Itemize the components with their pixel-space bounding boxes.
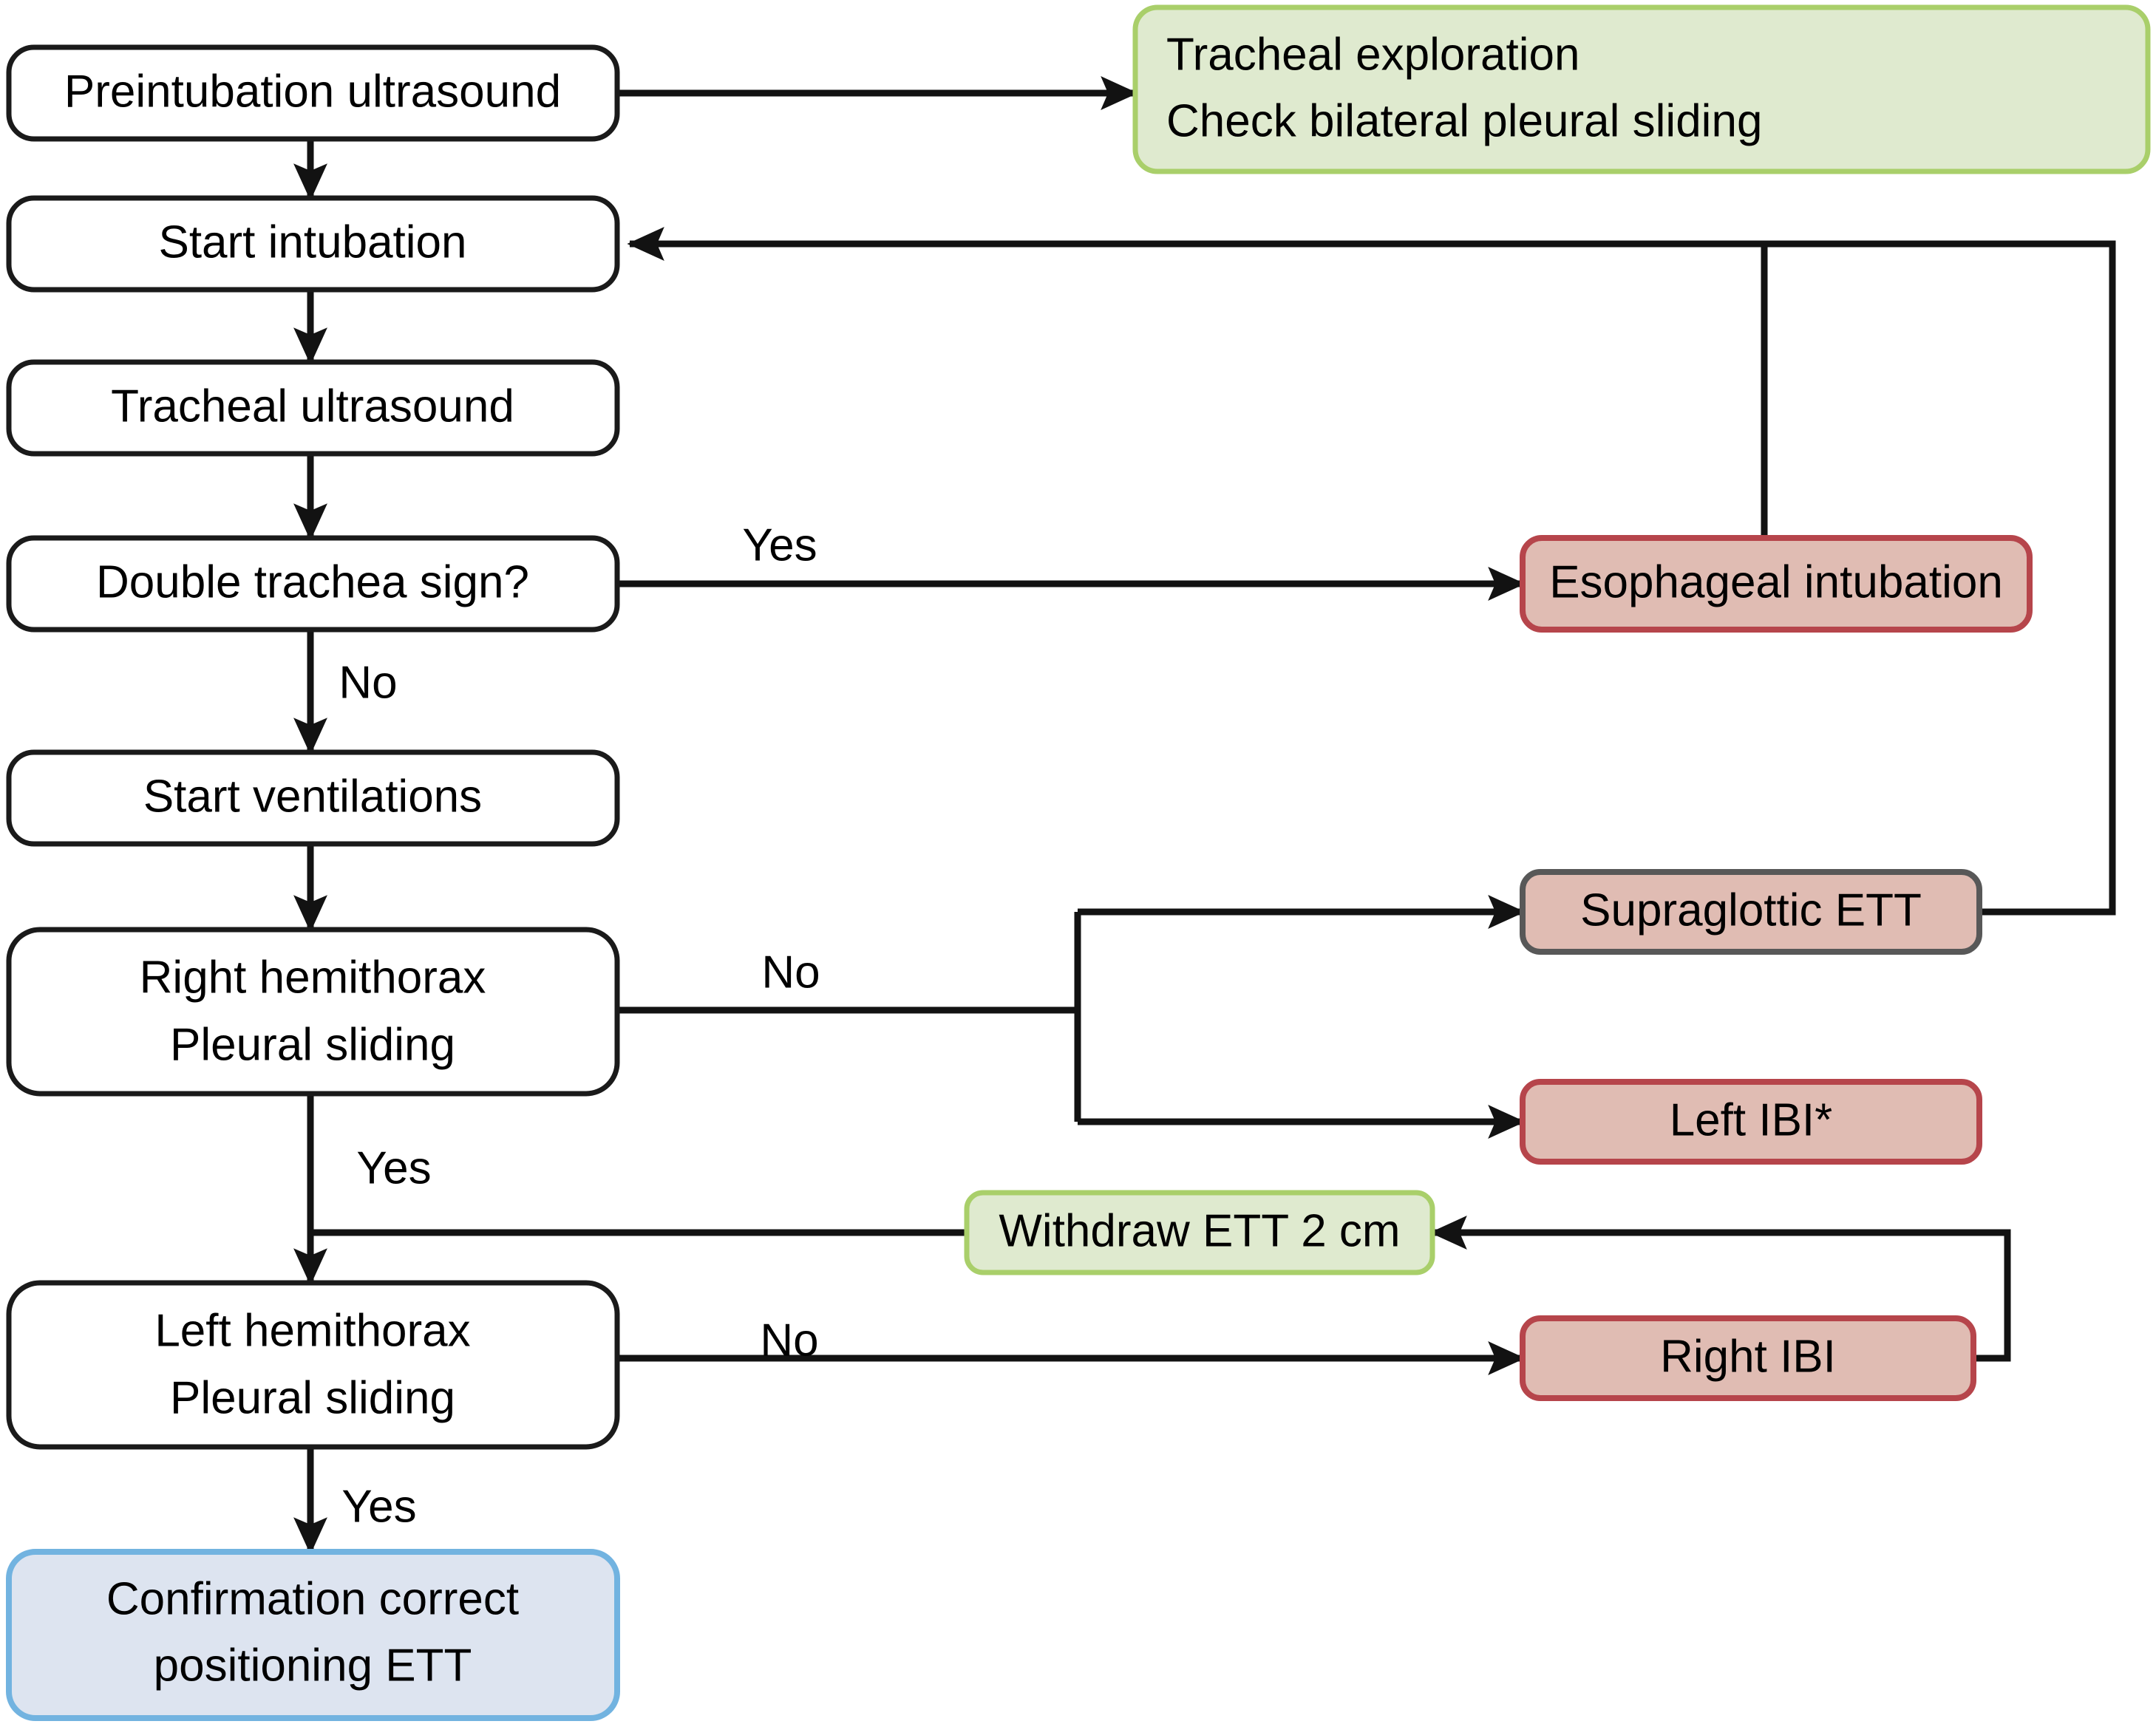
node-tracheal-ultrasound-label: Tracheal ultrasound: [111, 381, 514, 432]
node-tracheal-ultrasound[interactable]: Tracheal ultrasound: [6, 359, 620, 457]
node-start-intubation-label: Start intubation: [158, 217, 466, 268]
edge-label-left-hemithorax-yes: Yes: [341, 1481, 416, 1532]
node-left-ibi[interactable]: Left IBI*: [1520, 1079, 1982, 1165]
node-withdraw-ett-label: Withdraw ETT 2 cm: [999, 1205, 1400, 1256]
node-left-ibi-label: Left IBI*: [1670, 1094, 1833, 1145]
node-preintubation-ultrasound-label: Preintubation ultrasound: [64, 66, 561, 117]
node-esophageal-intubation-label: Esophageal intubation: [1549, 556, 2003, 607]
node-right-hemithorax-line2: Pleural sliding: [170, 1019, 455, 1070]
edge-label-double-trachea-no: No: [339, 657, 397, 708]
node-double-trachea-sign[interactable]: Double trachea sign?: [6, 535, 620, 633]
node-supraglottic-ett-label: Supraglottic ETT: [1580, 885, 1922, 936]
edge-supraglottic-ett-to-start-intubation: [1764, 240, 2116, 916]
node-withdraw-ett-shape[interactable]: [964, 1190, 1435, 1275]
edge-label-left-hemithorax-no: No: [760, 1315, 818, 1366]
node-left-hemithorax-line2: Pleural sliding: [170, 1372, 455, 1423]
node-double-trachea-sign-shape[interactable]: [6, 535, 620, 633]
node-right-ibi-shape[interactable]: [1520, 1315, 1976, 1401]
node-left-hemithorax-line1: Left hemithorax: [154, 1305, 470, 1356]
edge-esophageal-intubation-to-start-intubation: [627, 227, 1768, 538]
node-right-ibi-label: Right IBI: [1660, 1331, 1836, 1382]
node-left-hemithorax-shape[interactable]: [6, 1280, 620, 1450]
node-esophageal-intubation-shape[interactable]: [1520, 535, 2033, 633]
node-confirmation[interactable]: Confirmation correct positioning ETT: [6, 1549, 620, 1721]
node-preintubation-ultrasound[interactable]: Preintubation ultrasound: [6, 44, 620, 142]
node-withdraw-ett[interactable]: Withdraw ETT 2 cm: [964, 1190, 1435, 1275]
node-double-trachea-sign-label: Double trachea sign?: [96, 556, 529, 607]
node-start-intubation[interactable]: Start intubation: [6, 195, 620, 293]
edge-label-right-hemithorax-no: No: [761, 947, 820, 998]
node-right-hemithorax[interactable]: Right hemithorax Pleural sliding: [6, 927, 620, 1097]
node-supraglottic-ett[interactable]: Supraglottic ETT: [1520, 869, 1982, 955]
node-preintubation-ultrasound-shape[interactable]: [6, 44, 620, 142]
node-confirmation-line2: positioning ETT: [154, 1640, 472, 1691]
node-left-hemithorax[interactable]: Left hemithorax Pleural sliding: [6, 1280, 620, 1450]
node-start-intubation-shape[interactable]: [6, 195, 620, 293]
node-esophageal-intubation[interactable]: Esophageal intubation: [1520, 535, 2033, 633]
node-right-ibi[interactable]: Right IBI: [1520, 1315, 1976, 1401]
node-right-hemithorax-line1: Right hemithorax: [140, 952, 486, 1003]
node-right-hemithorax-shape[interactable]: [6, 927, 620, 1097]
node-tracheal-exploration-line2: Check bilateral pleural sliding: [1166, 95, 1762, 146]
node-tracheal-ultrasound-shape[interactable]: [6, 359, 620, 457]
node-tracheal-exploration-shape[interactable]: [1132, 4, 2151, 174]
node-left-ibi-shape[interactable]: [1520, 1079, 1982, 1165]
node-start-ventilations[interactable]: Start ventilations: [6, 749, 620, 847]
edge-label-right-hemithorax-yes: Yes: [356, 1142, 431, 1193]
node-start-ventilations-shape[interactable]: [6, 749, 620, 847]
node-tracheal-exploration[interactable]: Tracheal exploration Check bilateral ple…: [1132, 4, 2151, 174]
edge-right-ibi-to-withdraw-ett: [1429, 1216, 2011, 1362]
edge-label-double-trachea-yes: Yes: [742, 519, 817, 570]
node-confirmation-line1: Confirmation correct: [106, 1573, 519, 1624]
node-start-ventilations-label: Start ventilations: [143, 771, 482, 822]
node-tracheal-exploration-line1: Tracheal exploration: [1166, 29, 1579, 80]
node-supraglottic-ett-shape[interactable]: [1520, 869, 1982, 955]
node-confirmation-shape[interactable]: [6, 1549, 620, 1721]
